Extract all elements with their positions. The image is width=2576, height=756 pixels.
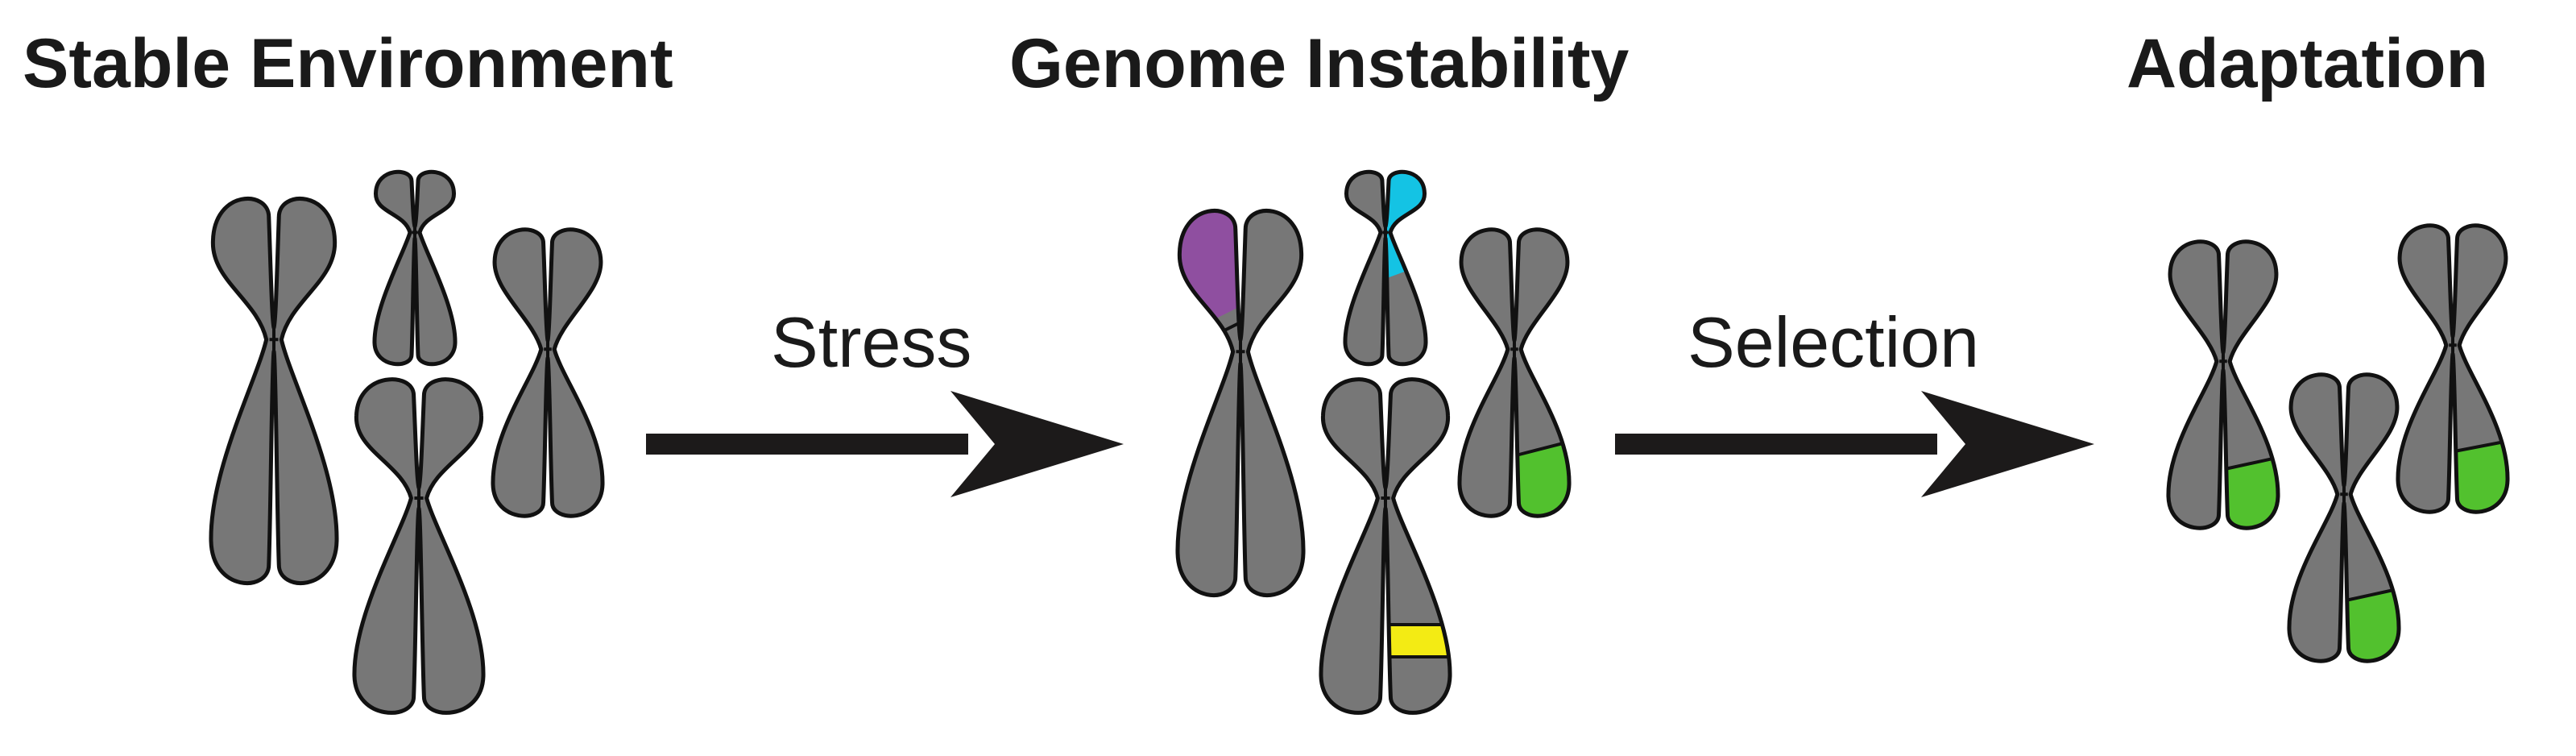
chromosome bbox=[1319, 377, 1452, 715]
centromere bbox=[269, 315, 279, 363]
stage-title-stable-environment: Stable Environment bbox=[23, 25, 673, 102]
cyan-segment bbox=[1387, 172, 1427, 278]
centromere bbox=[1236, 327, 1245, 376]
chromosome bbox=[2396, 223, 2510, 514]
chromosome bbox=[1343, 169, 1428, 367]
stress-label: Stress bbox=[771, 302, 971, 382]
stage-2-chromosomes bbox=[1175, 169, 1572, 715]
chromosome bbox=[209, 197, 339, 585]
centromere bbox=[2219, 343, 2227, 380]
centromere bbox=[1382, 220, 1389, 245]
selection-label: Selection bbox=[1688, 302, 1979, 382]
stage-1-chromosomes bbox=[209, 169, 605, 715]
centromere bbox=[2340, 476, 2348, 513]
centromere bbox=[1381, 477, 1390, 519]
stress-arrow: Stress bbox=[646, 302, 1124, 497]
stage-title-genome-instability: Genome Instability bbox=[1009, 25, 1630, 102]
centromere bbox=[414, 477, 424, 519]
purple-segment bbox=[1177, 210, 1240, 355]
chromosome bbox=[1175, 209, 1306, 597]
arrow-head bbox=[950, 391, 1124, 497]
chromosome bbox=[2166, 239, 2280, 530]
centromere bbox=[412, 220, 418, 245]
arrow-head bbox=[1921, 391, 2094, 497]
centromere bbox=[2449, 327, 2457, 363]
chromosome bbox=[491, 227, 605, 518]
chromosome bbox=[352, 377, 486, 715]
stage-3-chromosomes bbox=[2166, 223, 2510, 663]
stage-title-adaptation: Adaptation bbox=[2127, 25, 2488, 102]
centromere bbox=[1510, 331, 1518, 368]
selection-arrow: Selection bbox=[1615, 302, 2094, 497]
chromosome bbox=[1457, 227, 1572, 518]
yellow-segment bbox=[1387, 625, 1451, 657]
chromosome bbox=[372, 169, 458, 367]
chromosome bbox=[2287, 372, 2401, 663]
centromere bbox=[544, 331, 552, 368]
